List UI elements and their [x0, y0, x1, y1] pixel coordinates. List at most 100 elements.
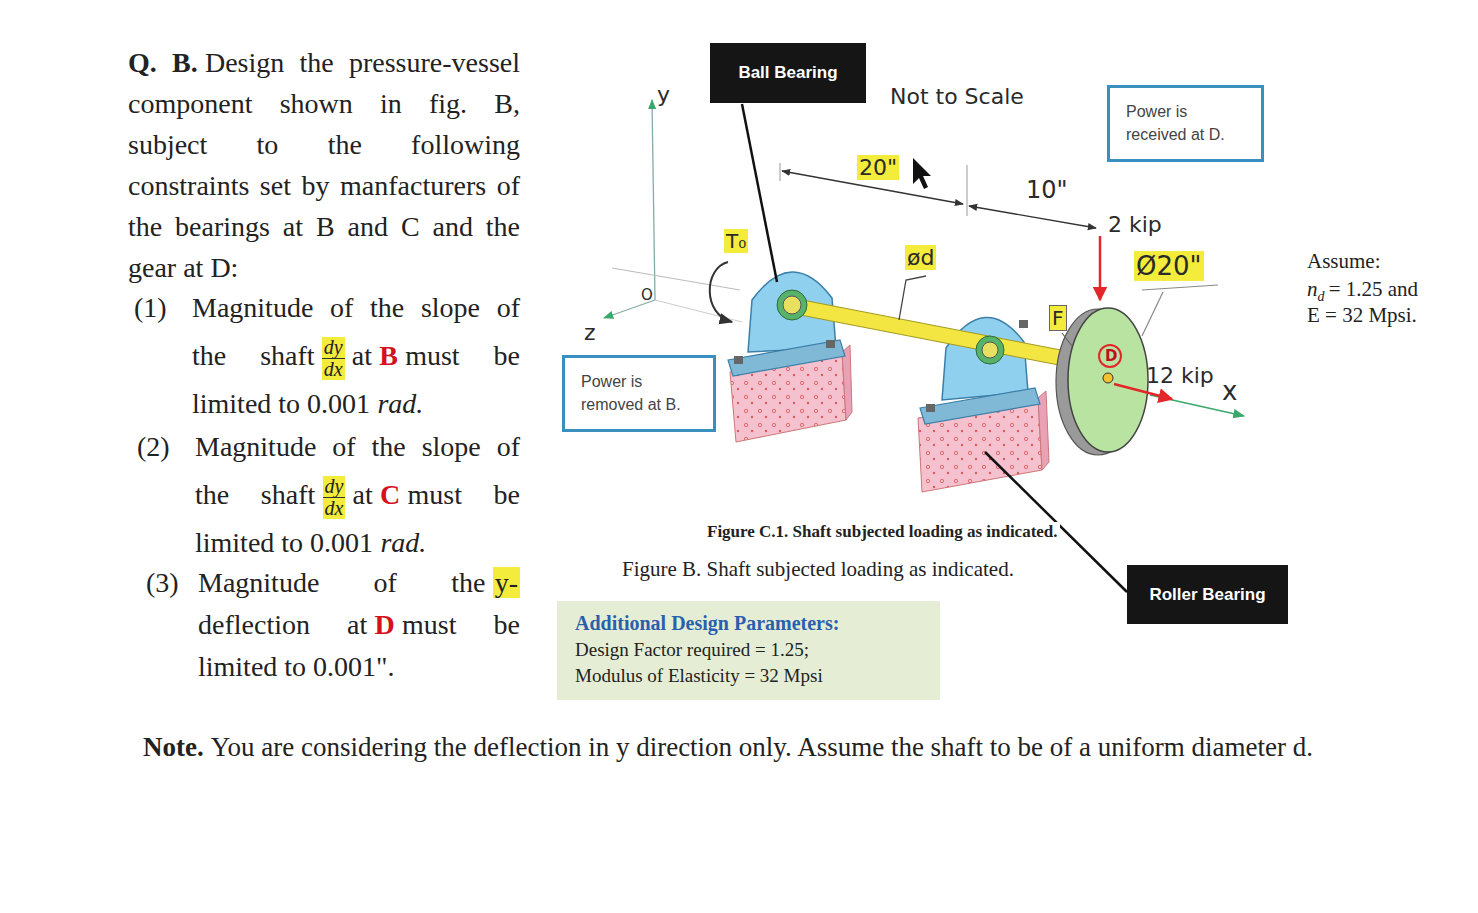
callout-box: Roller Bearing: [1127, 565, 1288, 624]
coordinate-axes: [652, 100, 655, 300]
load-arrow: [1099, 236, 1102, 300]
constraint-text: at: [352, 479, 372, 510]
diameter-label: ød: [905, 245, 936, 270]
assumption-text: Assume:: [1307, 248, 1381, 275]
torque-label: T₀: [724, 229, 748, 253]
axis-label: y: [657, 82, 670, 107]
list-number: (1): [134, 284, 167, 332]
coordinate-axes: [612, 268, 740, 290]
dimension-line: [969, 206, 1096, 228]
point-label: C: [380, 479, 400, 510]
axis-label: z: [584, 320, 596, 345]
dimension-line: [780, 163, 781, 181]
axis-label: y: [657, 82, 670, 107]
list-number: (3): [146, 562, 179, 604]
shaft: [790, 298, 1102, 373]
load-label: 2 kip: [1108, 212, 1162, 237]
point-label: D: [1105, 347, 1117, 365]
dimension-label: 20": [857, 155, 899, 180]
symbol: n: [1307, 277, 1318, 301]
question-text: Design the pressure-vessel component sho…: [128, 47, 520, 283]
note-paragraph: Note.You are considering the deflection …: [143, 724, 1338, 770]
leader-line: [742, 104, 1218, 592]
point-label: B: [379, 340, 398, 371]
shaft: [790, 298, 1102, 373]
unit-text: rad.: [377, 388, 423, 419]
ball-bearing-block: [734, 356, 743, 364]
axis-label: z: [584, 320, 596, 345]
leader-line: [899, 276, 926, 320]
mouse-cursor: [913, 158, 931, 189]
bearing-rings: [777, 290, 1004, 364]
scale-note: Not to Scale: [890, 84, 1024, 109]
roller-bearing-block: [1019, 320, 1028, 328]
axis-label: x: [1222, 376, 1237, 406]
box-label: Power is received at D.: [1126, 100, 1238, 146]
point-label: D: [375, 609, 395, 640]
unit-text: rad.: [380, 527, 426, 558]
origin-label: O: [641, 286, 653, 304]
note-text: You are considering the deflection in y …: [211, 732, 1313, 762]
diameter-label: ød: [905, 245, 936, 270]
leader-line: [742, 104, 777, 282]
diameter-label: Ø20": [1134, 251, 1204, 281]
roller-bearing-block: [926, 404, 935, 412]
axis-label: x: [1222, 376, 1237, 406]
torque-arrow: [710, 262, 732, 322]
constraint-item: Magnitude of the slope of the shaftdydxa…: [195, 423, 520, 567]
item-number: (1): [134, 292, 167, 323]
dimension-label: 10": [1026, 176, 1068, 204]
gear: [1068, 308, 1148, 452]
coordinate-axes: [655, 300, 742, 322]
gear: [1056, 308, 1148, 455]
derivative-denominator: dx: [322, 359, 345, 380]
force-label: F: [1049, 305, 1067, 331]
constraint-text: deflection at: [198, 609, 367, 640]
force-label: F: [1049, 306, 1067, 330]
leader-line: [1142, 285, 1218, 290]
highlighted-text: y-: [493, 567, 520, 598]
torque-label: T₀: [724, 229, 748, 253]
figure-caption: Figure C.1. Shaft subjected loading as i…: [705, 522, 1060, 541]
leader-line: [1142, 292, 1163, 336]
dimension-label: 20": [857, 155, 899, 180]
dimension-line: [780, 163, 1096, 228]
constraint-text: at: [352, 340, 372, 371]
box-label: Power is removed at B.: [581, 370, 693, 416]
derivative-fraction: dydx: [323, 476, 346, 519]
derivative-fraction: dydx: [322, 337, 345, 380]
point-label: D: [1105, 347, 1117, 365]
callout-box: Ball Bearing: [710, 43, 866, 103]
assumption-text: = 1.25 and: [1329, 277, 1418, 301]
note-heading: Note.: [143, 732, 204, 762]
item-number: (2): [137, 431, 170, 462]
constraint-item: Magnitude of the slope of the shaftdydxa…: [192, 284, 520, 428]
figure-caption: Figure B. Shaft subjected loading as ind…: [622, 557, 1014, 582]
ball-bearing-block: [728, 272, 845, 376]
subscript: d: [1318, 289, 1325, 304]
mouse-cursor: [913, 158, 931, 189]
bearing-rings: [976, 336, 1004, 364]
origin-label: O: [641, 286, 653, 304]
info-box: Power is received at D.: [1107, 85, 1264, 162]
box-text: Modulus of Elasticity = 32 Mpsi: [575, 663, 823, 689]
derivative-numerator: dy: [323, 476, 346, 498]
load-label: 12 kip: [1146, 363, 1214, 388]
bearing-rings: [777, 290, 807, 320]
bearing-rings: [783, 296, 801, 314]
dimension-label: 10": [1026, 176, 1068, 204]
dimension-line: [967, 165, 968, 216]
box-label: Roller Bearing: [1149, 585, 1265, 605]
scale-note: Not to Scale: [890, 84, 1024, 109]
derivative-numerator: dy: [322, 337, 345, 359]
assumption-text: E = 32 Mpsi.: [1307, 303, 1417, 327]
question-number: Q. B.: [128, 47, 198, 78]
bearing-rings: [982, 342, 998, 358]
item-number: (3): [146, 567, 179, 598]
torque-arrow: [710, 262, 732, 322]
load-label: 12 kip: [1146, 363, 1214, 388]
gear: [1103, 373, 1113, 383]
load-label: 2 kip: [1108, 212, 1162, 237]
box-label: Additional Design Parameters:: [575, 610, 839, 637]
